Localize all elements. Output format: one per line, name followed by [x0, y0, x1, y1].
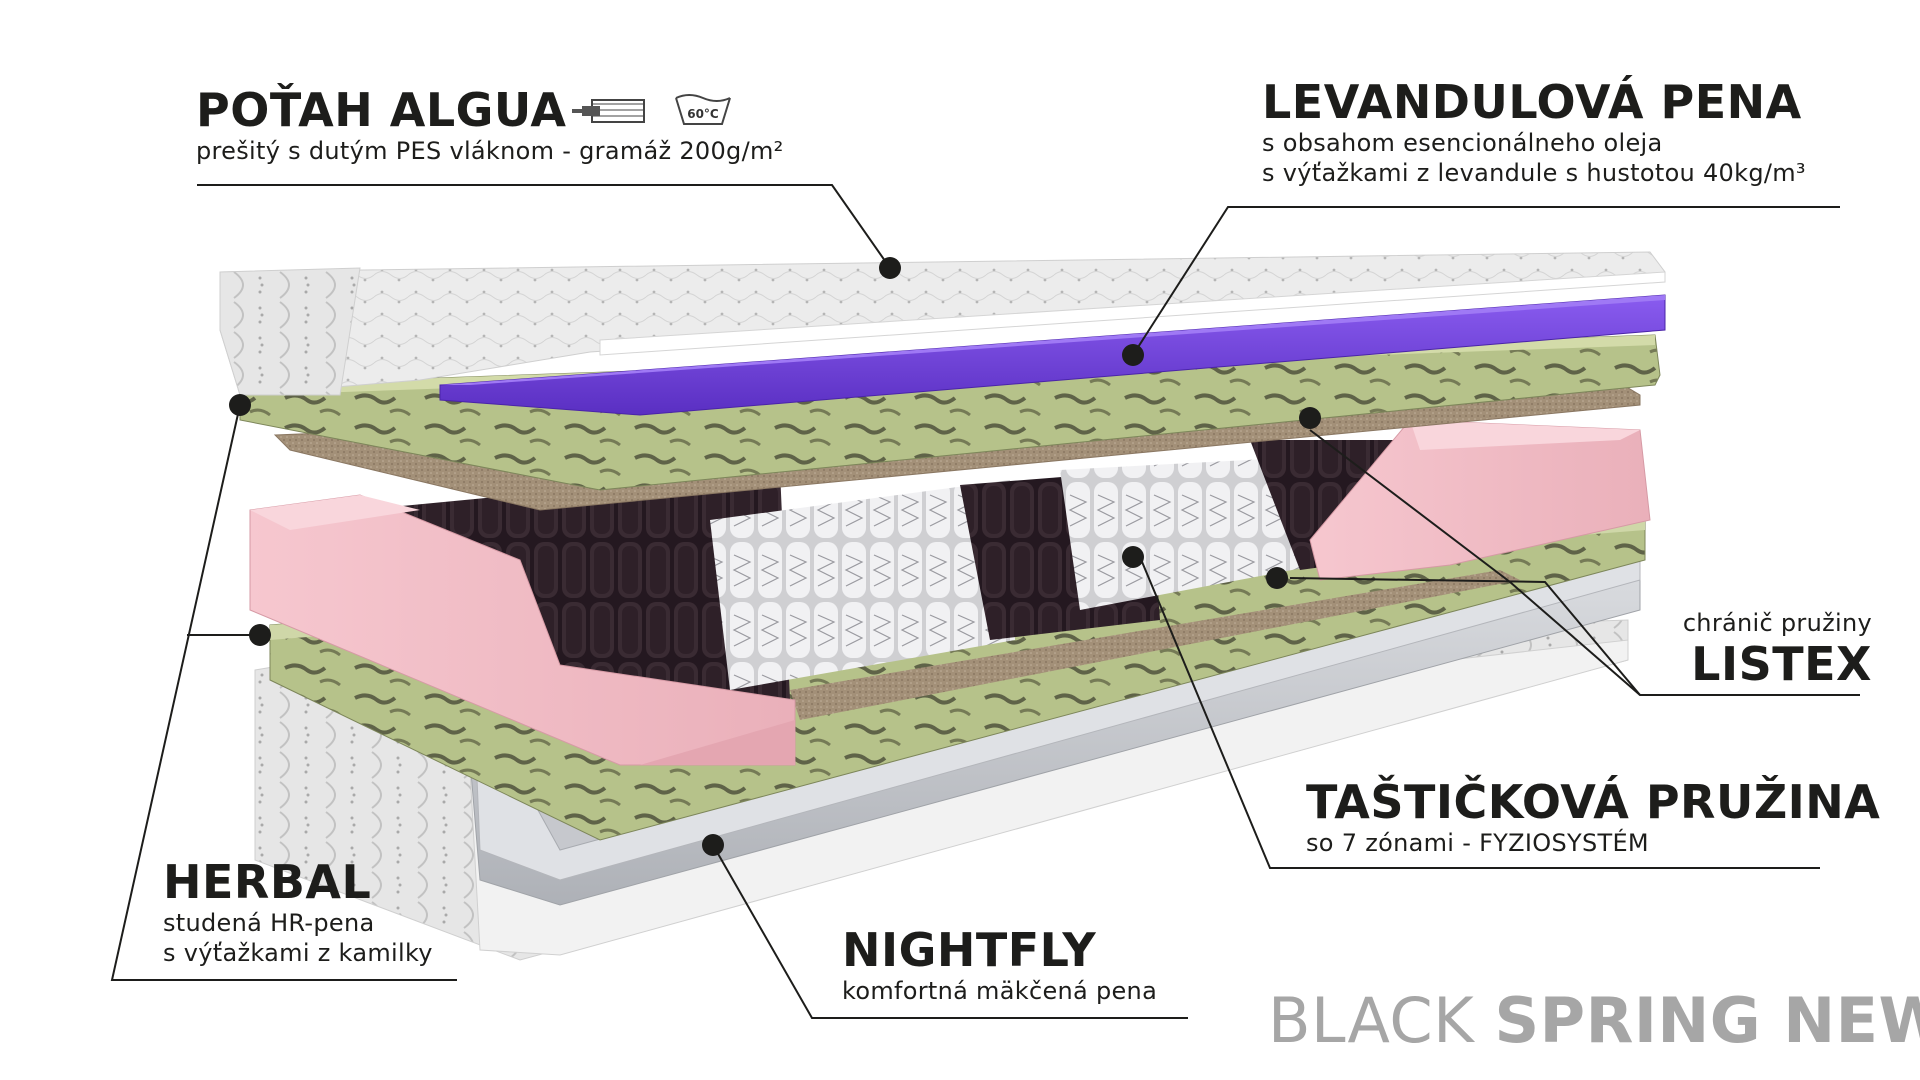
- pink-frame-left: [249, 494, 796, 766]
- cover-label: POŤAH ALGUA prešitý s dutým PES vláknom …: [196, 84, 784, 166]
- leader-line-listex-1: [1309, 429, 1860, 696]
- leader-line-nightfly: [712, 844, 1188, 1019]
- cover-title: POŤAH ALGUA: [196, 83, 567, 137]
- leader-line-springs: [1139, 556, 1820, 869]
- leader-dots: [229, 257, 1321, 856]
- dot-herbal-lower: [249, 624, 271, 646]
- dot-cover: [879, 257, 901, 279]
- herbal-label: HERBAL studená HR-pena s výťažkami z kam…: [163, 856, 433, 968]
- listex-title: LISTEX: [1691, 637, 1872, 691]
- listex-label: chránič pružiny LISTEX: [1640, 608, 1872, 690]
- leader-line-lavender: [1132, 206, 1840, 356]
- leader-lines: [110, 184, 1860, 1019]
- springs-desc: so 7 zónami - FYZIOSYSTÉM: [1306, 829, 1649, 857]
- herbal-desc-2: s výťažkami z kamilky: [163, 939, 433, 967]
- nightfly-label: NIGHTFLY komfortná mäkčená pena: [842, 924, 1157, 1006]
- springs-title: TAŠTIČKOVÁ PRUŽINA: [1306, 775, 1881, 829]
- herbal-title: HERBAL: [163, 855, 372, 909]
- product-name-light: BLACK: [1268, 984, 1495, 1057]
- herbal-desc-1: studená HR-pena: [163, 909, 375, 937]
- wash-60c-icon: 60°C: [675, 94, 731, 125]
- nightfly-title: NIGHTFLY: [842, 923, 1097, 977]
- product-name-bold: SPRING NEW: [1494, 984, 1920, 1057]
- pink-frame-right: [1309, 419, 1651, 581]
- zipper-icon: [572, 99, 645, 123]
- leader-line-cover: [197, 184, 891, 269]
- leader-line-herbal: [110, 404, 457, 981]
- lavender-title: LEVANDULOVÁ PENA: [1262, 75, 1802, 129]
- dot-listex-2: [1266, 567, 1288, 589]
- lavender-foam-layer: [439, 294, 1666, 416]
- product-name: BLACK SPRING NEW: [1268, 984, 1920, 1057]
- dot-lavender: [1122, 344, 1144, 366]
- wash-temp-label: 60°C: [687, 107, 719, 121]
- listex-desc: chránič pružiny: [1682, 609, 1872, 637]
- nightfly-desc: komfortná mäkčená pena: [842, 977, 1158, 1005]
- dot-herbal-upper: [229, 394, 251, 416]
- lavender-desc-1: s obsahom esencionálneho oleja: [1262, 129, 1663, 157]
- cover-desc: prešitý s dutým PES vláknom - gramáž 200…: [196, 137, 784, 165]
- springs-label: TAŠTIČKOVÁ PRUŽINA so 7 zónami - FYZIOSY…: [1306, 776, 1880, 858]
- dot-nightfly: [702, 834, 724, 856]
- leader-line-listex-2: [1289, 577, 1641, 696]
- lavender-desc-2: s výťažkami z levandule s hustotou 40kg/…: [1262, 159, 1806, 187]
- dot-springs: [1122, 546, 1144, 568]
- dot-listex-1: [1299, 407, 1321, 429]
- top-cover-layer: [219, 251, 1666, 396]
- lavender-label: LEVANDULOVÁ PENA s obsahom esencionálneh…: [1262, 76, 1806, 188]
